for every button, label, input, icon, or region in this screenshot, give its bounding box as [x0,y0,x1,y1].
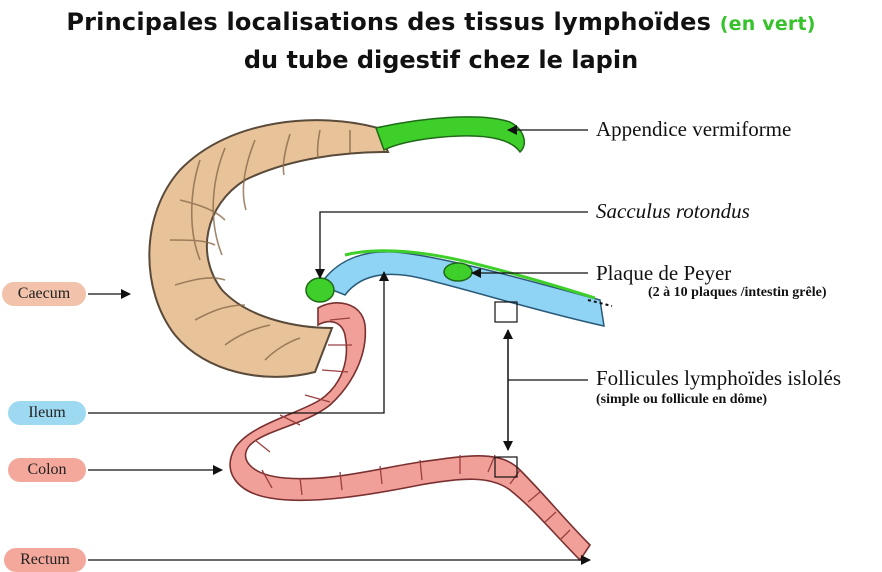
appendix-vermiform [376,117,524,152]
peyer-patch [444,263,472,281]
label-peyer-patch: Plaque de Peyer [596,261,731,286]
label-follicles: Follicules lymphoïdes islolés [596,366,841,391]
label-peyer-subtitle: (2 à 10 plaques /intestin grêle) [648,285,827,301]
label-sacculus-rotondus: Sacculus rotondus [596,199,750,224]
label-follicles-subtitle: (simple ou follicule en dôme) [596,392,767,408]
label-appendix: Appendice vermiforme [596,117,791,142]
follicle-site-box-ileum [495,302,517,322]
pill-rectum: Rectum [4,548,86,572]
pill-ileum: Ileum [8,401,86,425]
pill-colon: Colon [8,458,86,482]
sacculus-rotondus [306,278,334,302]
pill-caecum: Caecum [2,282,86,306]
